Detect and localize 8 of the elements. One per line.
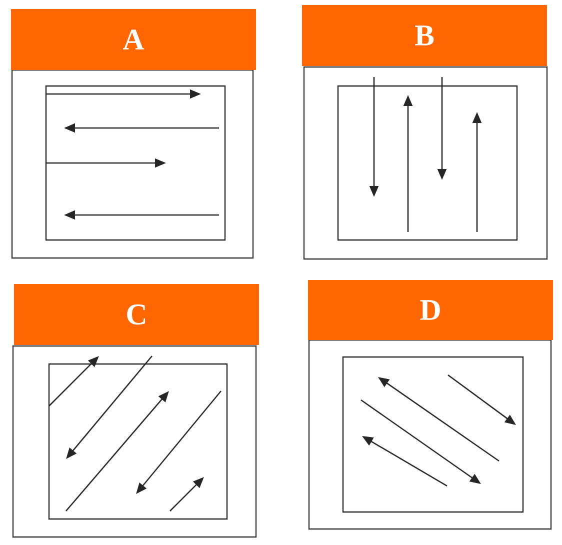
labeled-panel: D [308, 280, 553, 530]
node-label: B [415, 26, 434, 46]
labeled-panel: A [11, 9, 256, 259]
node-label: A [122, 30, 144, 50]
labeled-panel: C [12, 284, 259, 538]
node-label: D [420, 300, 440, 320]
node-label: C [127, 304, 146, 325]
labeled-panel: B [302, 5, 548, 260]
